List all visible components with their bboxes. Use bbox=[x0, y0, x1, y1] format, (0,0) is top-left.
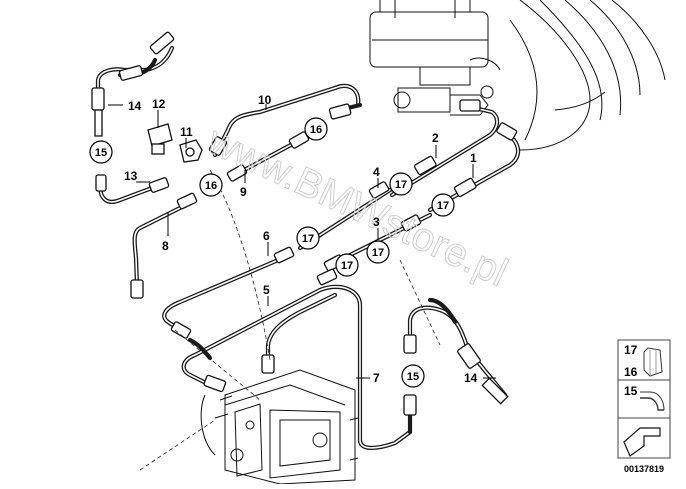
callout-10: 10 bbox=[258, 93, 272, 107]
callout-11: 11 bbox=[180, 125, 193, 139]
legend-15: 15 bbox=[624, 384, 638, 398]
callout-1: 1 bbox=[470, 151, 477, 165]
abs-unit bbox=[200, 369, 359, 485]
nut-icon bbox=[643, 347, 663, 377]
callout-labels: 14 12 11 13 8 9 10 2 1 4 3 6 5 7 14 bbox=[124, 93, 478, 385]
legend-17: 17 bbox=[624, 343, 638, 357]
callout-12: 12 bbox=[152, 97, 166, 111]
brake-booster-assembly bbox=[369, 0, 666, 151]
circle-16-mid: 16 bbox=[205, 180, 217, 192]
fittings bbox=[91, 31, 518, 416]
callout-13: 13 bbox=[124, 169, 138, 183]
callout-5: 5 bbox=[263, 283, 270, 297]
callout-14-top: 14 bbox=[128, 99, 142, 113]
callout-7: 7 bbox=[373, 371, 380, 385]
circle-16-top: 16 bbox=[310, 124, 322, 136]
legend-16: 16 bbox=[624, 365, 638, 379]
callout-9: 9 bbox=[240, 185, 247, 199]
callout-2: 2 bbox=[432, 131, 439, 145]
callout-14-bottom: 14 bbox=[464, 371, 478, 385]
circle-17-c: 17 bbox=[302, 233, 314, 245]
circle-15-top: 15 bbox=[95, 147, 107, 159]
legend-panel: 17 16 15 00137819 bbox=[617, 339, 671, 474]
circle-17-e: 17 bbox=[341, 260, 353, 272]
clip-icon bbox=[640, 391, 665, 411]
callout-3: 3 bbox=[373, 215, 380, 229]
leader-lines bbox=[108, 104, 496, 379]
callout-8: 8 bbox=[162, 239, 169, 253]
callout-4: 4 bbox=[373, 165, 380, 179]
callout-6: 6 bbox=[263, 229, 270, 243]
circle-15-bottom: 15 bbox=[407, 371, 419, 383]
circled-labels: 15 15 16 16 17 17 17 17 17 bbox=[89, 117, 455, 388]
diagram-id: 00137819 bbox=[624, 464, 664, 474]
circle-17-d: 17 bbox=[372, 247, 384, 259]
pointer-arrow-icon bbox=[623, 427, 661, 457]
circle-17-b: 17 bbox=[437, 200, 449, 212]
circle-17-a: 17 bbox=[395, 179, 407, 191]
